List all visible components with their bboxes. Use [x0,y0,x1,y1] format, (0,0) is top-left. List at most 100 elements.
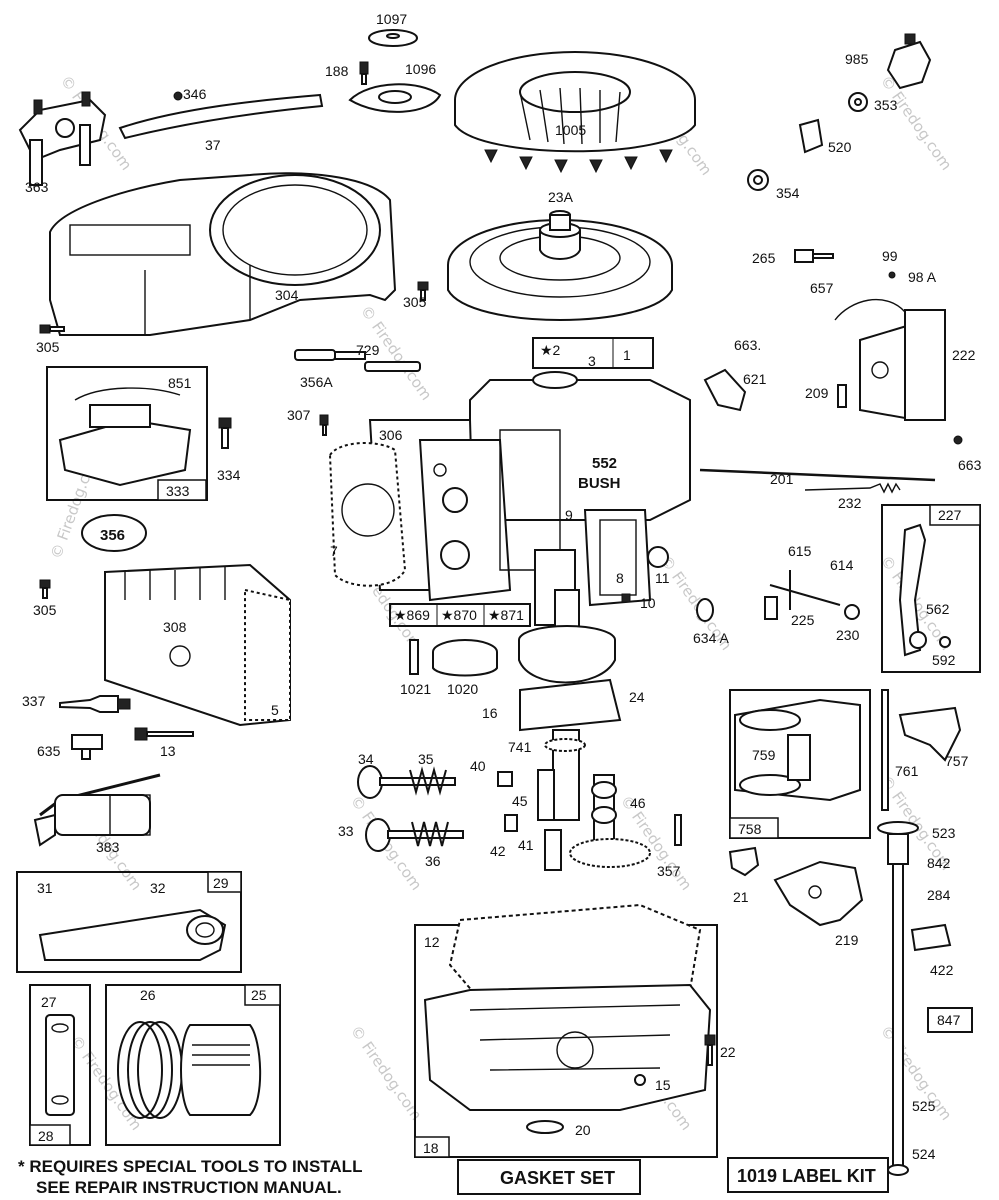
part-592-nut [939,636,951,648]
callout-305: 305 [33,602,57,618]
part-307-screw [319,414,329,436]
footer-note-line2: SEE REPAIR INSTRUCTION MANUAL. [36,1178,342,1197]
callout-356A: 356A [300,374,333,390]
callout-305: 305 [403,294,427,310]
callout-520: 520 [828,139,852,155]
part-209-spring [837,384,847,408]
part-305-screw [417,281,429,301]
part-232-spring [804,482,901,494]
part-225-governor-crank [764,570,841,620]
part-422-clamp [910,923,952,952]
callout-758: 758 [738,821,762,837]
callout-20: 20 [575,1122,591,1138]
part-20-seal [526,1120,564,1134]
callout-28: 28 [38,1128,54,1144]
part-7-head-gasket [328,442,407,587]
callout-870: ★870 [441,607,477,623]
callout-871: ★871 [488,607,524,623]
gasket-set-box [457,1159,641,1195]
callout-26: 26 [140,987,156,1003]
callout-1020: 1020 [447,681,478,697]
callout-383: 383 [96,839,120,855]
part-729-fuel-line [294,349,421,372]
callout-346: 346 [183,86,207,102]
callout-15: 15 [655,1077,671,1093]
callout-357: 357 [657,863,681,879]
callout-265: 265 [752,250,776,266]
part-42-keeper [504,814,518,832]
callout-307: 307 [287,407,311,423]
part-520-clip [798,118,824,154]
kit-box-758-tag [729,817,779,839]
callout-1021: 1021 [400,681,431,697]
part-337-spark-plug [59,695,131,713]
callout-99: 99 [882,248,898,264]
callout-729: 729 [356,342,380,358]
kit-box-847 [927,1007,973,1033]
callout-1097: 1097 [376,11,407,27]
callout-33: 33 [338,823,354,839]
callout-741: 741 [508,739,532,755]
callout-29: 29 [213,875,229,891]
part-21-clip [728,846,760,877]
part-34-valve-intake [357,765,456,799]
callout-45: 45 [512,793,528,809]
kit-box-869-871 [389,603,531,627]
callout-851: 851 [168,375,192,391]
part-1005-rotating-screen [454,51,696,174]
part-35-valve-spring [409,766,447,796]
part-1020-pulley [432,639,498,677]
part-15-plug [634,1074,646,1086]
callout-635: 635 [37,743,61,759]
callout-363: 363 [25,179,49,195]
part-201-link [699,468,936,482]
part-10-screw [621,593,631,603]
callout-40: 40 [470,758,486,774]
label-kit-box [727,1157,889,1193]
callout-1005: 1005 [555,122,586,138]
callout-304: 304 [275,287,299,303]
part-663-screw [953,435,963,445]
kit-box-29-tag [207,871,242,893]
part-219-governor-control [773,860,864,927]
part-13-screw [134,727,194,741]
callout-869: ★869 [394,607,430,623]
part-23a-flywheel [447,210,673,321]
callout-847: 847 [937,1012,961,1028]
callout-1096: 1096 [405,61,436,77]
part-16-crankshaft [518,589,622,821]
watermark: © Firedog.com [347,1022,426,1124]
callout-21: 21 [733,889,749,905]
callout-614: 614 [830,557,854,573]
callout-10: 10 [640,595,656,611]
callout-356: 356 [100,527,125,544]
callout-201: 201 [770,471,794,487]
callout-188: 188 [325,63,349,79]
callout-1: 1 [623,347,631,363]
part-334-screw [218,417,232,449]
part-222-ignition-armature [834,298,946,421]
part-621-bracket [703,368,747,412]
part-353-nut [848,92,868,112]
part-230-nut [844,604,860,620]
footer-note-line1: * REQUIRES SPECIAL TOOLS TO INSTALL [18,1157,362,1176]
callout-842: 842 [927,855,951,871]
callout-552: 552 [592,455,617,472]
part-25-piston [180,1024,262,1116]
callout-23A: 23A [548,189,574,205]
callout-227: 227 [938,507,962,523]
callout-422: 422 [930,962,954,978]
callout-18: 18 [423,1140,439,1156]
callout-11: 11 [655,570,670,586]
callout-2: ★2 [540,342,561,358]
part-523-dipstick-tube [877,821,919,1176]
callout-592: 592 [932,652,956,668]
part-46-camshaft [569,774,651,868]
part-305-screw [39,324,65,334]
callout-9: 9 [565,507,573,523]
callout-22: 22 [720,1044,736,1060]
callout-209: 209 [805,385,829,401]
label-kit-label: 1019 LABEL KIT [737,1166,876,1186]
callout-333: 333 [166,483,190,499]
